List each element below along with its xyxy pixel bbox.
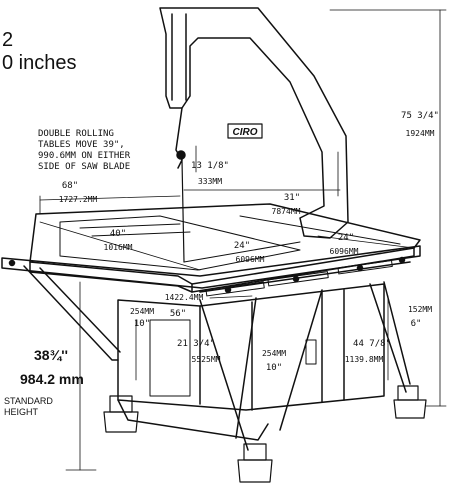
header-line-2: 0 inches	[2, 52, 77, 74]
overall-height-in: 75 3/4"	[401, 111, 439, 121]
throat-mm: 333MM	[198, 177, 222, 186]
callout-note: DOUBLE ROLLING TABLES MOVE 39", 990.6MM …	[38, 129, 131, 172]
overall-height-mm: 1924MM	[406, 129, 435, 138]
right-end-mm: 254MM	[262, 349, 286, 358]
callout-line-2: TABLES MOVE 39",	[38, 140, 125, 150]
rear-table-mm: 6096MM	[330, 247, 359, 256]
table-depth-mm: 1016MM	[104, 243, 133, 252]
cabinet-mm: 1139.8MM	[345, 355, 384, 364]
leveling-feet	[103, 385, 427, 483]
base-length-in: 56"	[170, 309, 186, 319]
callout-line-3: 990.6MM ON EITHER	[38, 151, 131, 161]
saw-blade	[181, 159, 185, 263]
left-end-in: 10"	[134, 319, 150, 329]
standard-height-caption-1: STANDARD	[4, 396, 53, 406]
dimension-lines	[39, 9, 447, 471]
base-length-mm: 1422.4MM	[165, 293, 204, 302]
center-in: 21 3/4"	[177, 339, 215, 349]
cabinet-base	[117, 283, 385, 411]
callout-line-1: DOUBLE ROLLING	[38, 129, 114, 139]
right-end-in: 10"	[266, 363, 282, 373]
saw-frame	[159, 7, 349, 239]
throat-depth-mm: 7874MM	[272, 207, 301, 216]
front-table-mm: 6096MM	[236, 255, 265, 264]
logo-text: CIRO	[233, 127, 258, 138]
cabinet-in: 44 7/8"	[353, 339, 391, 349]
throat-depth-in: 31"	[284, 193, 300, 203]
standard-height-mm: 984.2 mm	[20, 371, 84, 387]
rear-table-in: 24"	[338, 233, 354, 243]
foot-mm: 152MM	[408, 305, 432, 314]
front-table-in: 24"	[234, 241, 250, 251]
standard-height-caption-2: HEIGHT	[4, 407, 39, 417]
table-width-mm: 1727.2MM	[59, 195, 98, 204]
header-line-1: 2	[2, 29, 14, 51]
rolling-tables	[29, 203, 421, 293]
throat-in: 13 1/8"	[191, 161, 229, 171]
callout-line-4: SIDE OF SAW BLADE	[38, 162, 130, 172]
foot-in: 6"	[411, 319, 422, 329]
standard-height-in: 38¾''	[34, 347, 68, 363]
brand-logo	[227, 123, 263, 139]
left-end-mm: 254MM	[130, 307, 154, 316]
table-rails	[1, 245, 421, 297]
table-depth-in: 40"	[110, 229, 126, 239]
center-mm: 5525MM	[192, 355, 221, 364]
table-width-in: 68"	[62, 181, 78, 191]
standard-height-label: 38¾'' 984.2 mm STANDARD HEIGHT	[4, 347, 84, 417]
